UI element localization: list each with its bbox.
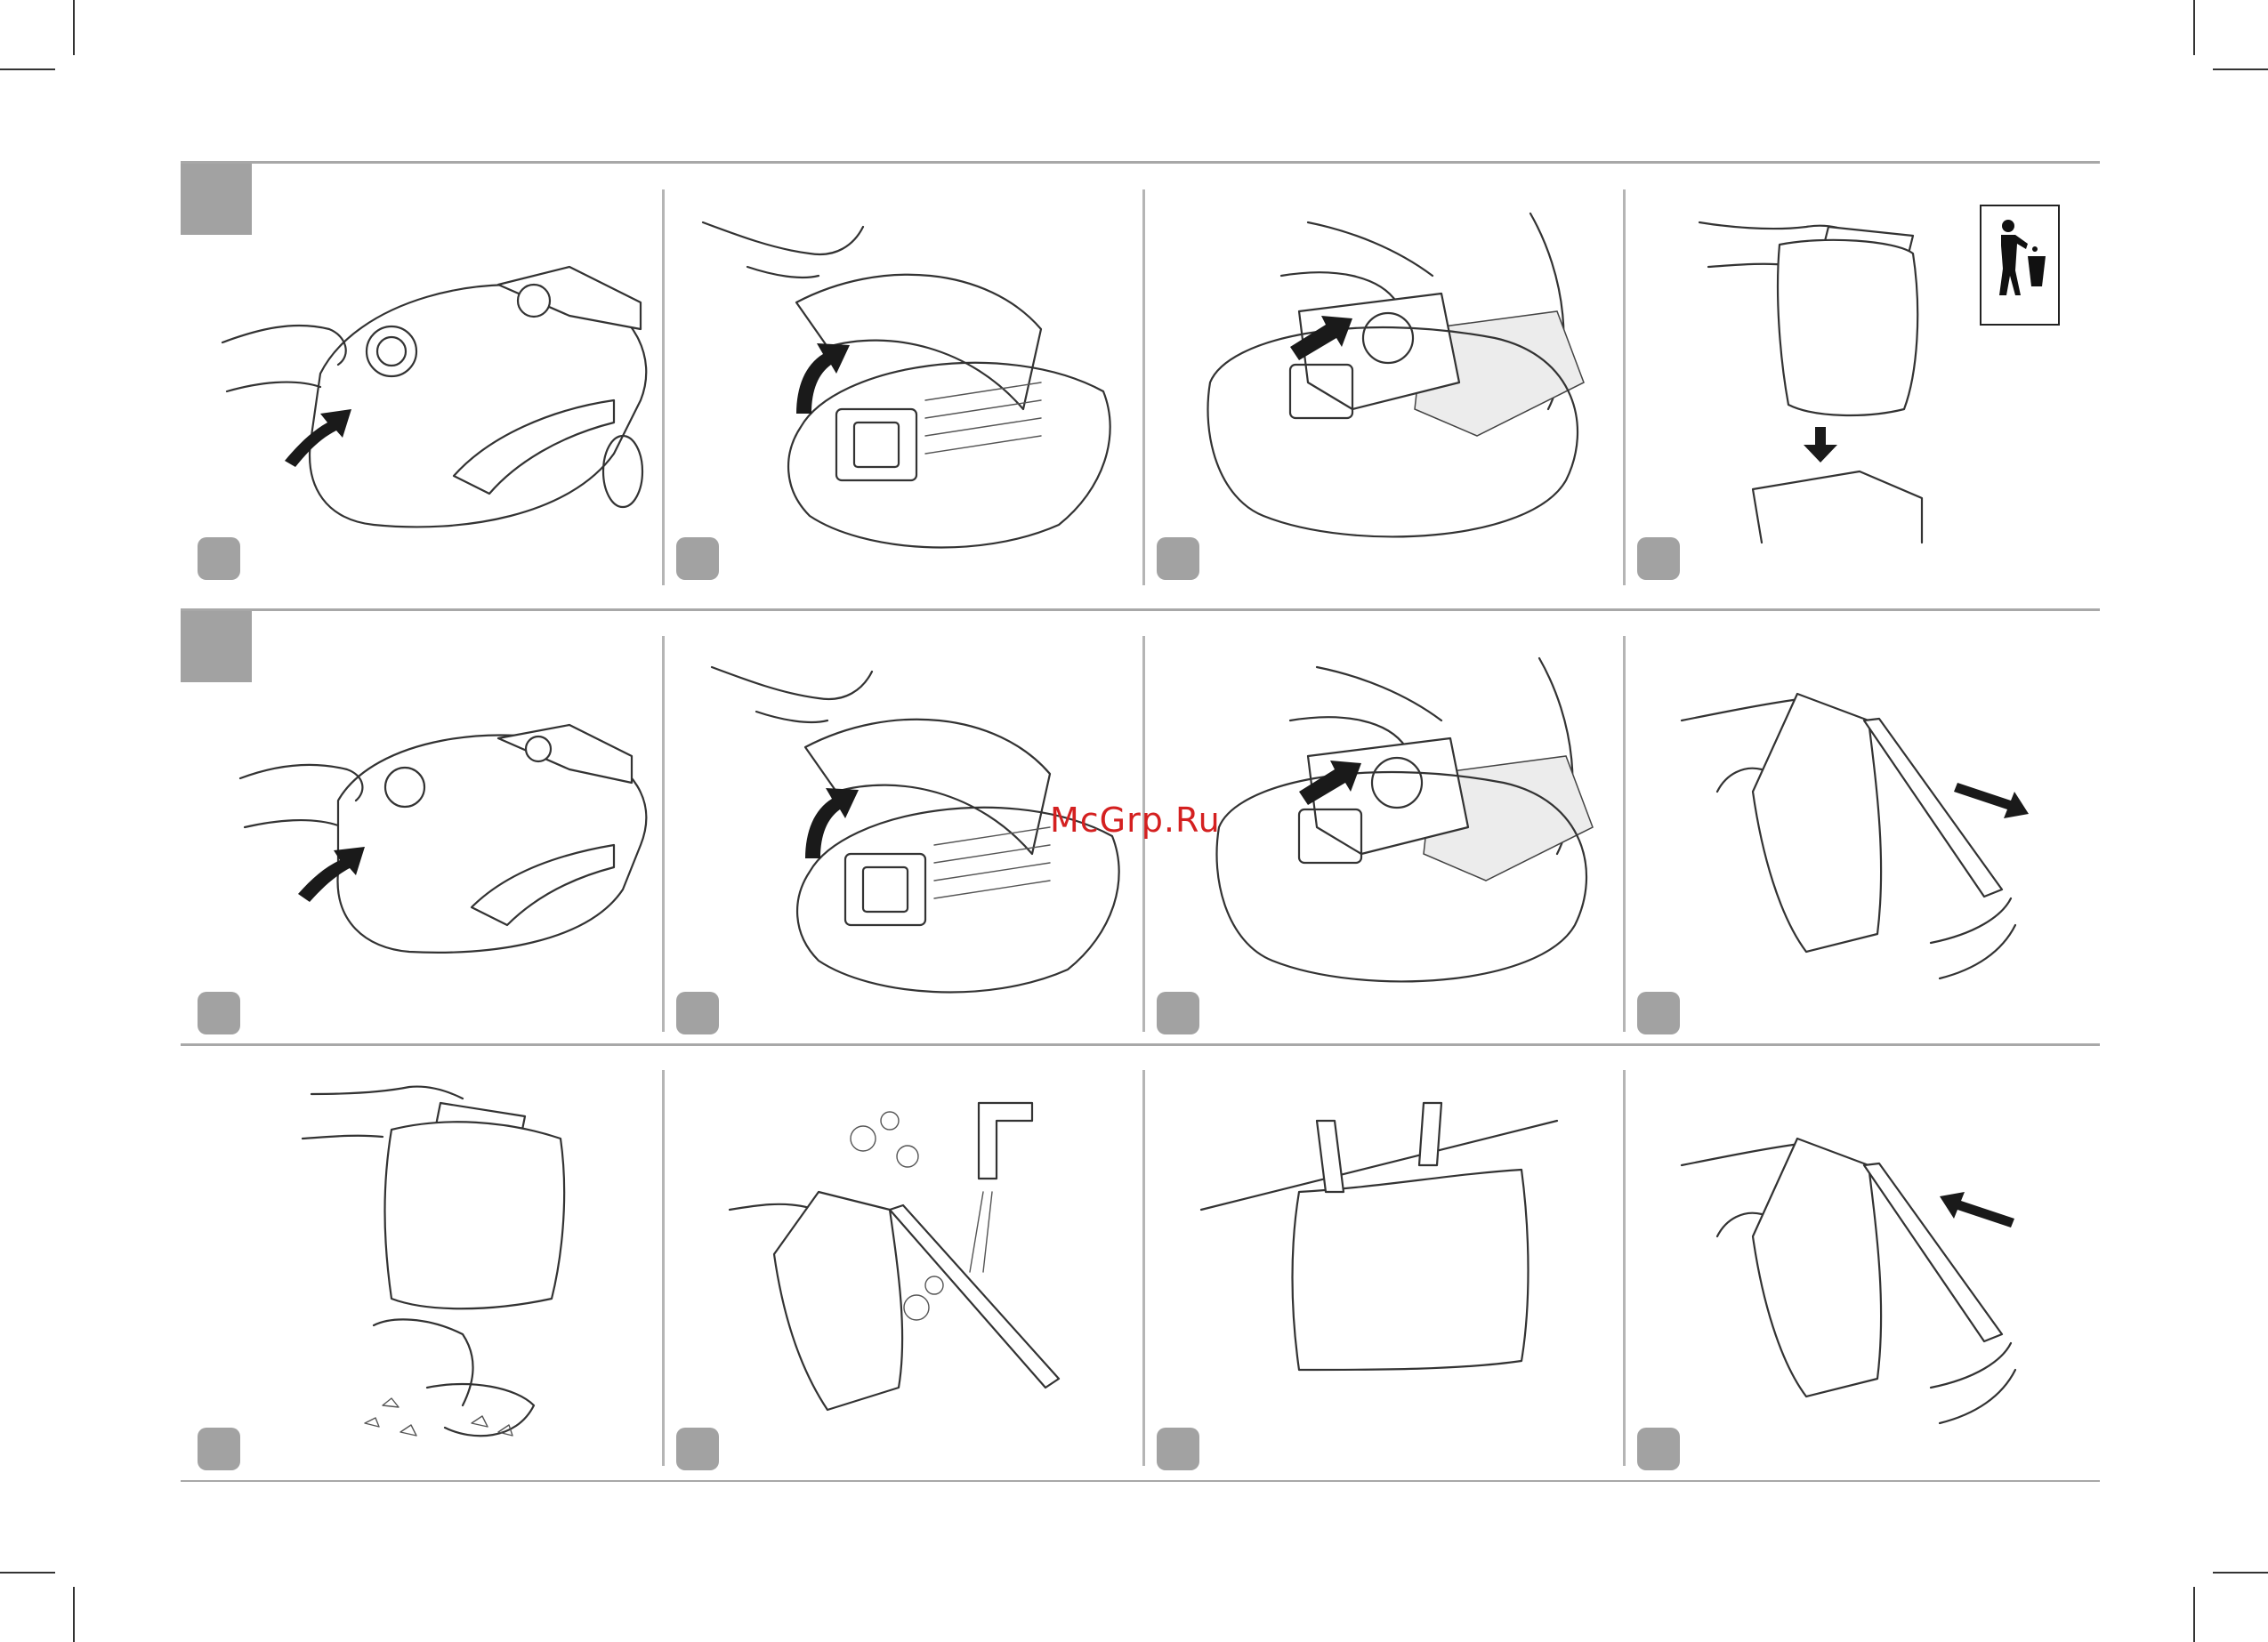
slide-on-clip-icon bbox=[1673, 1094, 2082, 1450]
step-badge bbox=[198, 537, 240, 580]
step-badge bbox=[676, 537, 719, 580]
crop-mark bbox=[2193, 1587, 2195, 1642]
step-badge bbox=[198, 1428, 240, 1470]
column-divider bbox=[1623, 1070, 1626, 1466]
column-divider bbox=[1142, 189, 1145, 585]
crop-mark bbox=[73, 0, 75, 55]
crop-mark bbox=[0, 68, 55, 70]
section-tab bbox=[181, 611, 252, 682]
crop-mark bbox=[2193, 0, 2195, 55]
open-lid-icon bbox=[196, 231, 658, 551]
section-divider bbox=[181, 1043, 2100, 1046]
slide-off-clip-icon bbox=[1673, 649, 2082, 1005]
step-badge bbox=[676, 1428, 719, 1470]
section-tab bbox=[181, 164, 252, 235]
open-lid-icon bbox=[231, 703, 658, 970]
crop-mark bbox=[2213, 1572, 2268, 1574]
remove-bag-icon bbox=[1201, 649, 1619, 1005]
step-badge bbox=[1157, 1428, 1199, 1470]
step-badge bbox=[198, 992, 240, 1034]
column-divider bbox=[1142, 1070, 1145, 1466]
step-badge bbox=[1637, 992, 1680, 1034]
lift-cover-icon bbox=[685, 187, 1139, 569]
empty-bag-icon bbox=[294, 1067, 587, 1459]
dry-bag-icon bbox=[1201, 1103, 1566, 1405]
watermark: McGrp.Ru bbox=[1050, 801, 1221, 840]
do-not-litter-icon bbox=[1980, 205, 2060, 326]
section-divider bbox=[181, 608, 2100, 611]
section-divider bbox=[181, 1480, 2100, 1482]
crop-mark bbox=[0, 1572, 55, 1574]
crop-mark bbox=[2213, 68, 2268, 70]
column-divider bbox=[1623, 636, 1626, 1032]
column-divider bbox=[1623, 189, 1626, 585]
crop-mark bbox=[73, 1587, 75, 1642]
step-badge bbox=[1637, 537, 1680, 580]
step-badge bbox=[676, 992, 719, 1034]
section-divider bbox=[181, 161, 2100, 164]
column-divider bbox=[662, 636, 665, 1032]
column-divider bbox=[662, 1070, 665, 1466]
step-badge bbox=[1157, 992, 1199, 1034]
remove-bag-icon bbox=[1174, 205, 1619, 569]
column-divider bbox=[662, 189, 665, 585]
step-badge bbox=[1637, 1428, 1680, 1470]
rinse-bag-icon bbox=[712, 1094, 1086, 1441]
step-badge bbox=[1157, 537, 1199, 580]
